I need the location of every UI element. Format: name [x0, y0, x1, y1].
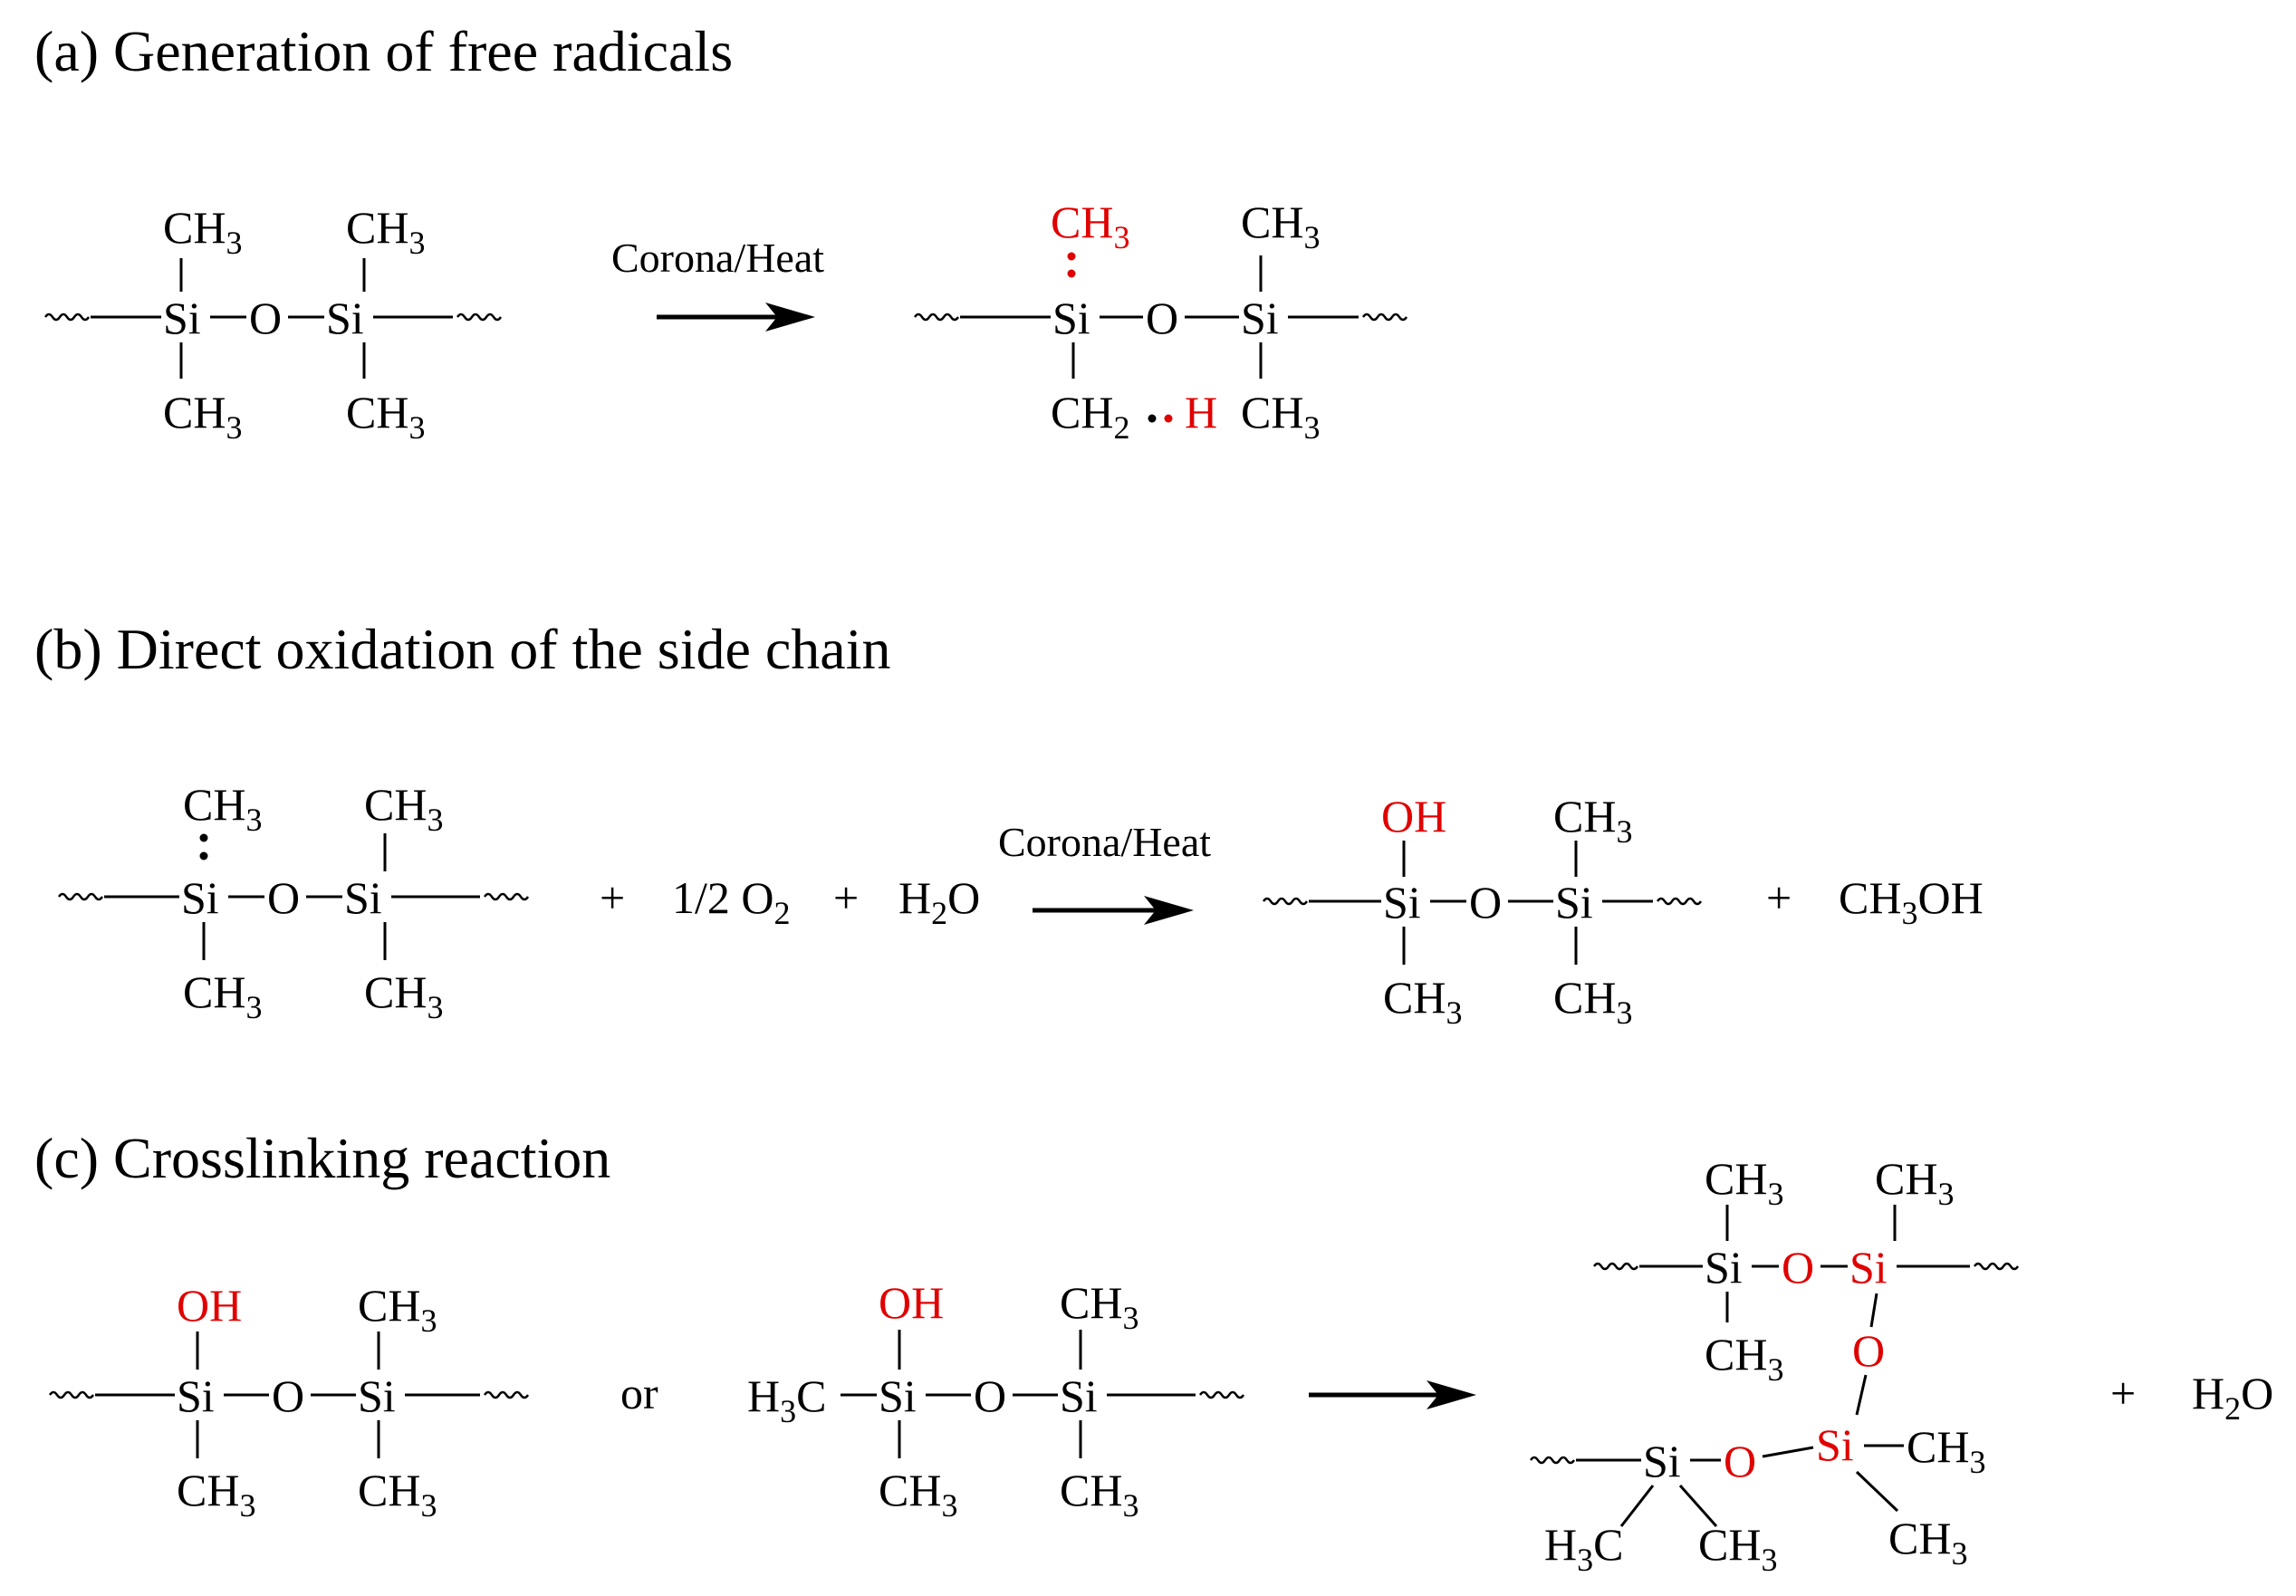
- atom-o: O: [267, 872, 300, 923]
- atom-si: Si: [1060, 1370, 1098, 1421]
- methyl-group: CH3: [1875, 1153, 1954, 1212]
- reactant-a: Si O Si CH3 CH3 CH3 CH3: [43, 202, 503, 446]
- atom-si: Si: [1849, 1242, 1888, 1293]
- reaction-arrow-a: Corona/Heat: [611, 235, 824, 332]
- or-label: or: [620, 1368, 658, 1418]
- plus-sign: +: [2110, 1368, 2136, 1418]
- plus-sign: +: [1766, 872, 1792, 923]
- bridge-oxygen: O: [1852, 1325, 1885, 1376]
- reaction-arrow-c: [1309, 1380, 1476, 1409]
- radical-dot: [199, 833, 208, 842]
- atom-o: O: [249, 293, 282, 343]
- section-c-title: (c) Crosslinking reaction: [34, 1126, 610, 1190]
- radical-dot: [1067, 269, 1076, 278]
- hydroxyl-group: OH: [177, 1280, 242, 1331]
- atom-si: Si: [1816, 1419, 1854, 1470]
- atom-o: O: [1782, 1242, 1814, 1293]
- atom-si: Si: [177, 1370, 215, 1421]
- atom-si: Si: [1705, 1242, 1743, 1293]
- atom-o: O: [974, 1370, 1006, 1421]
- methyl-group: CH3: [177, 1465, 255, 1524]
- atom-si: Si: [326, 293, 364, 343]
- atom-si: Si: [1052, 293, 1090, 343]
- methyl-group: CH3: [163, 387, 242, 446]
- methylene-group: CH2: [1051, 387, 1129, 446]
- methyl-group: CH3: [1907, 1421, 1985, 1480]
- product-b: Si O Si OH CH3 CH3 CH3: [1262, 791, 1703, 1031]
- methyl-group: CH3: [1060, 1465, 1138, 1524]
- atom-si: Si: [1383, 877, 1421, 928]
- methyl-group: CH3: [183, 966, 262, 1025]
- product-c: Si O Si CH3 CH3 CH3 O Si O Si CH3 CH3 H3…: [1529, 1153, 2020, 1578]
- water: H2O: [2192, 1368, 2273, 1427]
- methyl-radical: CH3: [1051, 197, 1129, 255]
- methyl-group: CH3: [364, 779, 443, 838]
- hydroxyl-group: OH: [879, 1277, 944, 1328]
- methyl-group: CH3: [1553, 972, 1632, 1031]
- methyl-group: CH3: [1383, 972, 1462, 1031]
- methyl-group: CH3: [163, 202, 242, 261]
- methyl-group: CH3: [1241, 387, 1320, 446]
- methyl-group: CH3: [346, 387, 425, 446]
- atom-o: O: [1469, 877, 1502, 928]
- reactant-c1: Si O Si OH CH3 CH3 CH3: [48, 1280, 530, 1524]
- water-reagent: H2O: [898, 872, 980, 931]
- atom-o: O: [272, 1370, 304, 1421]
- plus-sign: +: [600, 872, 625, 923]
- methyl-group: CH3: [1060, 1277, 1138, 1336]
- atom-o: O: [1724, 1436, 1756, 1486]
- byproduct-c: + H2O: [2110, 1368, 2273, 1427]
- methanol: CH3OH: [1839, 872, 1984, 931]
- methyl-group: CH3: [1553, 791, 1632, 850]
- reactant-b: Si O Si CH3 CH3 CH3 CH3: [57, 779, 530, 1025]
- section-b-title: (b) Direct oxidation of the side chain: [34, 617, 890, 681]
- atom-si: Si: [358, 1370, 396, 1421]
- reactant-c2: H3C Si O Si OH CH3 CH3 CH3: [747, 1277, 1245, 1524]
- reaction-arrow-b: Corona/Heat: [998, 819, 1211, 925]
- methyl-group: CH3: [1888, 1513, 1967, 1572]
- atom-si: Si: [344, 872, 382, 923]
- reagents-b: + 1/2 O2 + H2O: [600, 872, 980, 931]
- methyl-group: CH3: [1241, 197, 1320, 255]
- plus-sign: +: [833, 872, 859, 923]
- methyl-group: CH3: [358, 1280, 437, 1339]
- atom-o: O: [1146, 293, 1178, 343]
- methyl-group: CH3: [346, 202, 425, 261]
- oxygen-reagent: 1/2 O2: [672, 872, 791, 931]
- methyl-group: CH3: [1698, 1519, 1777, 1578]
- hydrogen-radical: H: [1185, 387, 1217, 437]
- atom-si: Si: [1241, 293, 1279, 343]
- methyl-group: CH3: [183, 779, 262, 838]
- methyl-group: H3C: [1544, 1519, 1623, 1578]
- radical-dot: [1148, 414, 1157, 423]
- condition-label: Corona/Heat: [998, 819, 1211, 865]
- methyl-group: H3C: [747, 1370, 826, 1429]
- section-a-title: (a) Generation of free radicals: [34, 19, 733, 83]
- methyl-group: CH3: [1705, 1153, 1783, 1212]
- radical-dot: [1067, 252, 1076, 261]
- product-a: Si O Si CH3 CH2 H CH3 CH3: [913, 197, 1408, 446]
- methyl-group: CH3: [364, 966, 443, 1025]
- atom-si: Si: [1643, 1436, 1681, 1486]
- atom-si: Si: [163, 293, 201, 343]
- methyl-group: CH3: [358, 1465, 437, 1524]
- radical-dot: [199, 851, 208, 860]
- radical-dot: [1164, 414, 1173, 423]
- atom-si: Si: [1555, 877, 1593, 928]
- atom-si: Si: [181, 872, 219, 923]
- methyl-group: CH3: [879, 1465, 957, 1524]
- condition-label: Corona/Heat: [611, 235, 824, 281]
- hydroxyl-group: OH: [1381, 791, 1446, 841]
- methyl-group: CH3: [1705, 1329, 1783, 1388]
- byproduct-b: + CH3OH: [1766, 872, 1984, 931]
- atom-si: Si: [879, 1370, 917, 1421]
